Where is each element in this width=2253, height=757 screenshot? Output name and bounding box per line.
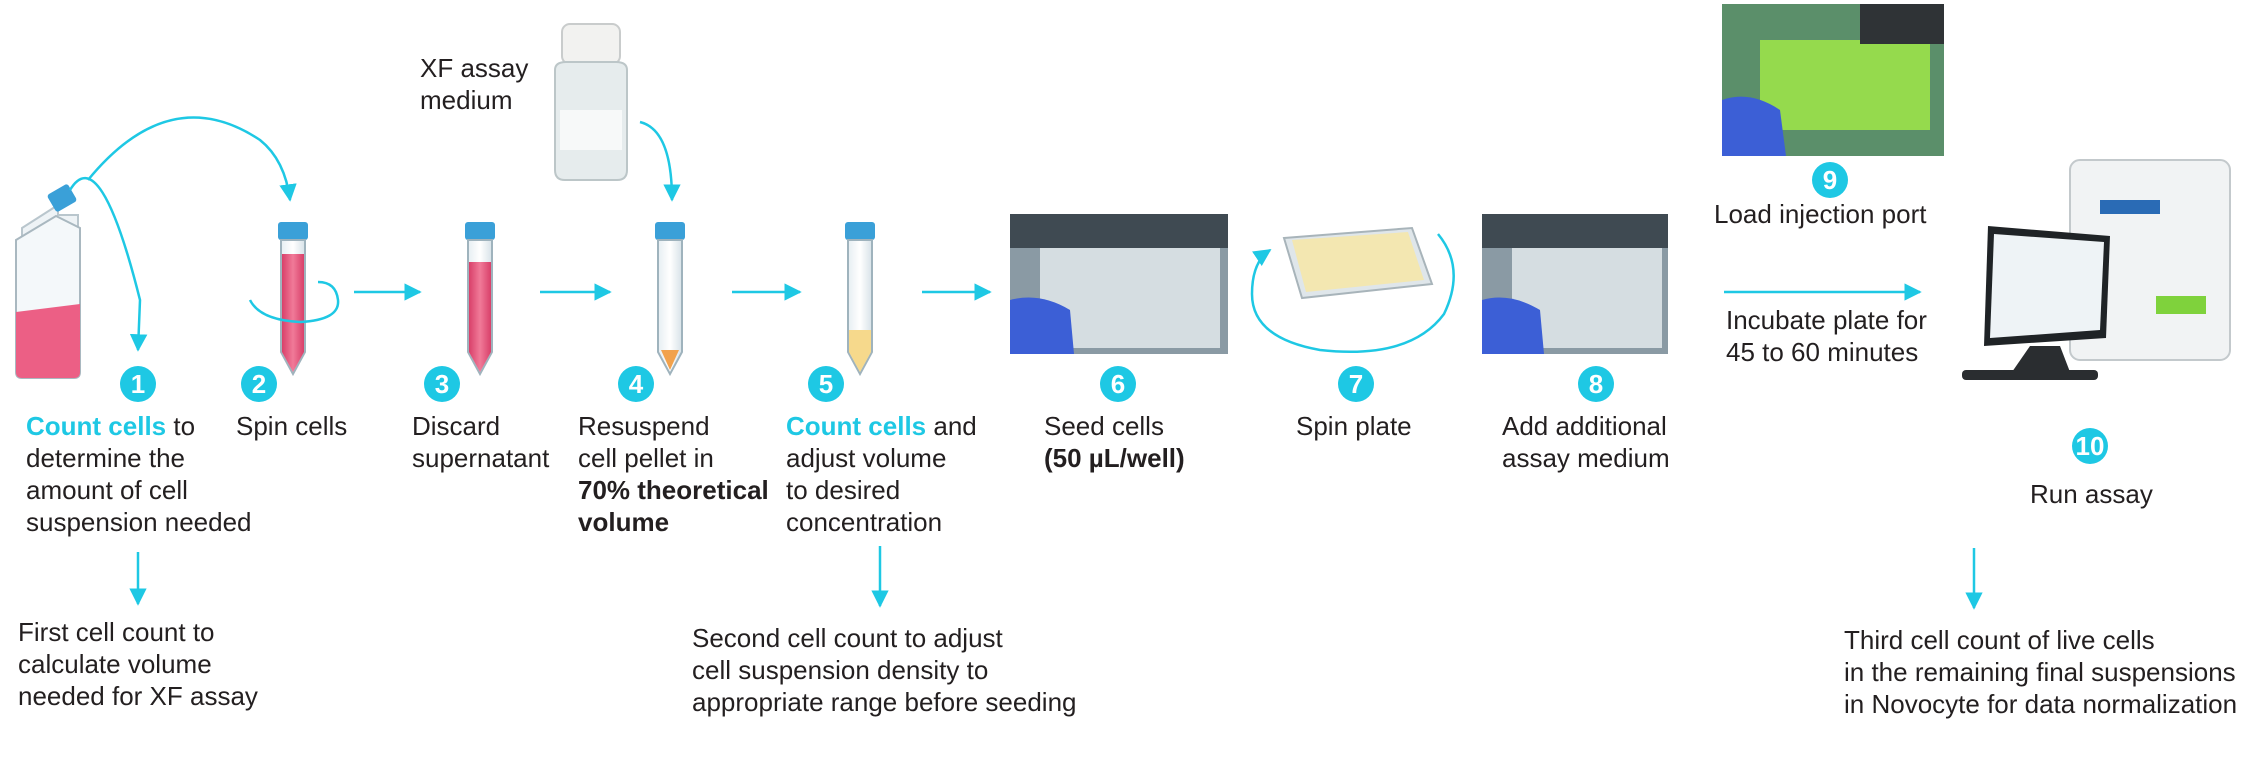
step-10-label: Run assay bbox=[2030, 478, 2153, 510]
note-2-line1: Second cell count to adjust bbox=[692, 623, 1003, 653]
incubate-line2: 45 to 60 minutes bbox=[1726, 337, 1919, 367]
medium-bottle-icon bbox=[554, 23, 628, 181]
note-first-count: First cell count to calculate volume nee… bbox=[18, 616, 258, 712]
step-10-line1: Run assay bbox=[2030, 479, 2153, 509]
step-5-line3: to desired bbox=[786, 475, 901, 505]
step-7-label: Spin plate bbox=[1296, 410, 1412, 442]
step-9-badge: 9 bbox=[1812, 162, 1848, 198]
add-medium-photo bbox=[1482, 214, 1668, 354]
step-4-line1: Resuspend bbox=[578, 411, 710, 441]
step-1-line1-rest: to bbox=[166, 411, 196, 441]
spin-tube-icon bbox=[278, 222, 308, 377]
step-8-badge: 8 bbox=[1578, 366, 1614, 402]
step-6-badge: 6 bbox=[1100, 366, 1136, 402]
step-5-highlight: Count cells bbox=[786, 411, 927, 441]
step-6-line1: Seed cells bbox=[1044, 411, 1164, 441]
count-tube-icon bbox=[845, 222, 875, 377]
note-2-line2: cell suspension density to bbox=[692, 655, 989, 685]
note-1-line3: needed for XF assay bbox=[18, 681, 258, 711]
step-1-badge: 1 bbox=[120, 366, 156, 402]
medium-label-line2: medium bbox=[420, 85, 513, 115]
step-5-line2: adjust volume bbox=[786, 443, 947, 473]
injection-port-photo bbox=[1722, 4, 1944, 156]
step-4-line3: 70% theoretical bbox=[578, 475, 769, 505]
step-8-line1: Add additional bbox=[1502, 411, 1667, 441]
step-4-label: Resuspend cell pellet in 70% theoretical… bbox=[578, 410, 769, 538]
step-2-badge: 2 bbox=[241, 366, 277, 402]
step-9-line1: Load injection port bbox=[1714, 199, 1927, 229]
incubate-line1: Incubate plate for bbox=[1726, 305, 1927, 335]
step-1-line2: determine the bbox=[26, 443, 185, 473]
step-1-line3: amount of cell bbox=[26, 475, 188, 505]
step-8-line2: assay medium bbox=[1502, 443, 1670, 473]
step-3-badge: 3 bbox=[424, 366, 460, 402]
step-5-line1: Count cells and bbox=[786, 410, 977, 442]
flow-arrows bbox=[68, 116, 1983, 610]
step-2-label: Spin cells bbox=[236, 410, 347, 442]
medium-label-line1: XF assay bbox=[420, 53, 529, 83]
step-6-label: Seed cells (50 µL/well) bbox=[1044, 410, 1185, 474]
note-1-line2: calculate volume bbox=[18, 649, 212, 679]
note-second-count: Second cell count to adjust cell suspens… bbox=[692, 622, 1077, 718]
step-7-line1: Spin plate bbox=[1296, 411, 1412, 441]
step-3-label: Discard supernatant bbox=[412, 410, 549, 474]
step-5-line1-rest: and bbox=[926, 411, 977, 441]
step-9-label: Load injection port bbox=[1714, 198, 1926, 230]
well-plate-icon bbox=[1282, 226, 1434, 300]
step-1-line1: Count cells to bbox=[26, 410, 252, 442]
step-1-line4: suspension needed bbox=[26, 507, 252, 537]
incubate-label: Incubate plate for 45 to 60 minutes bbox=[1726, 304, 1927, 368]
note-2-line3: appropriate range before seeding bbox=[692, 687, 1077, 717]
step-8-label: Add additional assay medium bbox=[1502, 410, 1670, 474]
culture-flask-icon bbox=[15, 184, 81, 379]
step-7-badge: 7 bbox=[1338, 366, 1374, 402]
xf-analyzer-icon bbox=[1962, 159, 2231, 380]
step-1-label: Count cells to determine the amount of c… bbox=[26, 410, 252, 538]
step-4-badge: 4 bbox=[618, 366, 654, 402]
resuspend-tube-icon bbox=[655, 222, 685, 377]
step-4-line4: volume bbox=[578, 507, 670, 537]
note-3-line2: in the remaining final suspensions bbox=[1844, 657, 2236, 687]
note-3-line3: in Novocyte for data normalization bbox=[1844, 689, 2238, 719]
step-5-badge: 5 bbox=[808, 366, 844, 402]
note-third-count: Third cell count of live cells in the re… bbox=[1844, 624, 2237, 720]
step-2-line1: Spin cells bbox=[236, 411, 348, 441]
note-1-line1: First cell count to bbox=[18, 617, 215, 647]
step-3-line2: supernatant bbox=[412, 443, 550, 473]
seed-cells-photo bbox=[1010, 214, 1228, 354]
medium-label: XF assay medium bbox=[420, 52, 528, 116]
step-3-line1: Discard bbox=[412, 411, 501, 441]
note-3-line1: Third cell count of live cells bbox=[1844, 625, 2155, 655]
step-4-line2: cell pellet in bbox=[578, 443, 714, 473]
step-5-label: Count cells and adjust volume to desired… bbox=[786, 410, 977, 538]
step-10-badge: 10 bbox=[2072, 428, 2108, 464]
step-6-line2: (50 µL/well) bbox=[1044, 443, 1185, 473]
step-5-line4: concentration bbox=[786, 507, 943, 537]
supernatant-tube-icon bbox=[465, 222, 495, 377]
step-1-highlight: Count cells bbox=[26, 411, 167, 441]
